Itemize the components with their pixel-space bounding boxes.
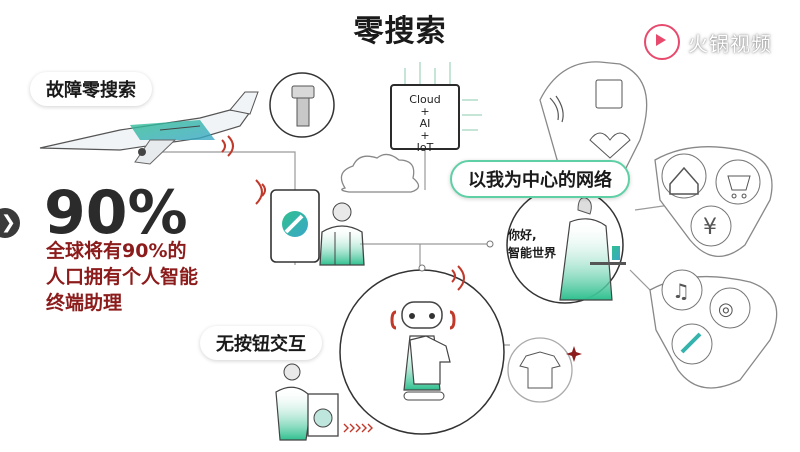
shirt-held: [409, 335, 451, 385]
plus-icon: +: [420, 105, 430, 118]
previous-arrow-button[interactable]: ❯: [0, 208, 20, 238]
greeting-line-2: 智能世界: [508, 246, 557, 260]
paint-icon: [680, 332, 702, 354]
watermark-logo: 火锅视频: [644, 24, 772, 60]
chevron-left-icon: ❯: [0, 212, 16, 233]
stat-line-2: 人口拥有个人智能: [46, 266, 199, 288]
page-title: 零搜索: [353, 14, 447, 49]
chip-pins: [404, 62, 482, 131]
gamepad-icon: ◎: [718, 299, 734, 320]
label-fault-search: 故障零搜索: [30, 72, 152, 106]
stat-percent: 90%: [44, 178, 188, 248]
technician-figure: [319, 202, 365, 266]
label-no-button: 无按钮交互: [200, 326, 322, 360]
arrow-chevrons: [343, 423, 373, 433]
greeting-line-1: 你好,: [508, 228, 537, 242]
robot-head: [401, 301, 443, 329]
bolt-icon: [269, 72, 335, 138]
yen-icon: ¥: [703, 215, 717, 240]
cloud-ai-iot-chip: Cloud + AI + IoT: [390, 84, 460, 154]
airplane-icon: [39, 91, 259, 165]
heart-icon: [589, 132, 631, 159]
cart-icon: [727, 175, 751, 199]
chip-line-iot: IoT: [416, 141, 434, 154]
stat-line-3: 终端助理: [46, 292, 123, 314]
label-network: 以我为中心的网络: [450, 160, 630, 198]
sparkle-icon: [566, 346, 582, 362]
music-icon: ♫: [672, 279, 690, 303]
play-icon: [644, 24, 680, 60]
chip-line-cloud: Cloud: [409, 93, 441, 106]
chip-line-ai: AI: [419, 117, 431, 130]
watermark-text: 火锅视频: [688, 31, 772, 56]
robot-circle: [339, 264, 505, 435]
stat-line-1: 全球将有90%的: [46, 240, 187, 262]
cup-icon: [595, 79, 623, 109]
leaf-icon: [549, 95, 564, 123]
tshirt-circle: [507, 337, 582, 403]
cloud-icon: [340, 153, 420, 193]
entertainment-group: ♫ ◎: [649, 269, 778, 389]
tablet-wrench-icon: [255, 179, 320, 263]
home-icon: [669, 166, 699, 195]
laundry-figure: [275, 363, 339, 441]
greeting-text: 你好, 智能世界: [508, 226, 556, 262]
home-group: ¥: [654, 146, 773, 258]
plus-icon: +: [420, 129, 430, 142]
network-center-circle: [506, 186, 626, 304]
tshirt-icon: [519, 351, 561, 389]
